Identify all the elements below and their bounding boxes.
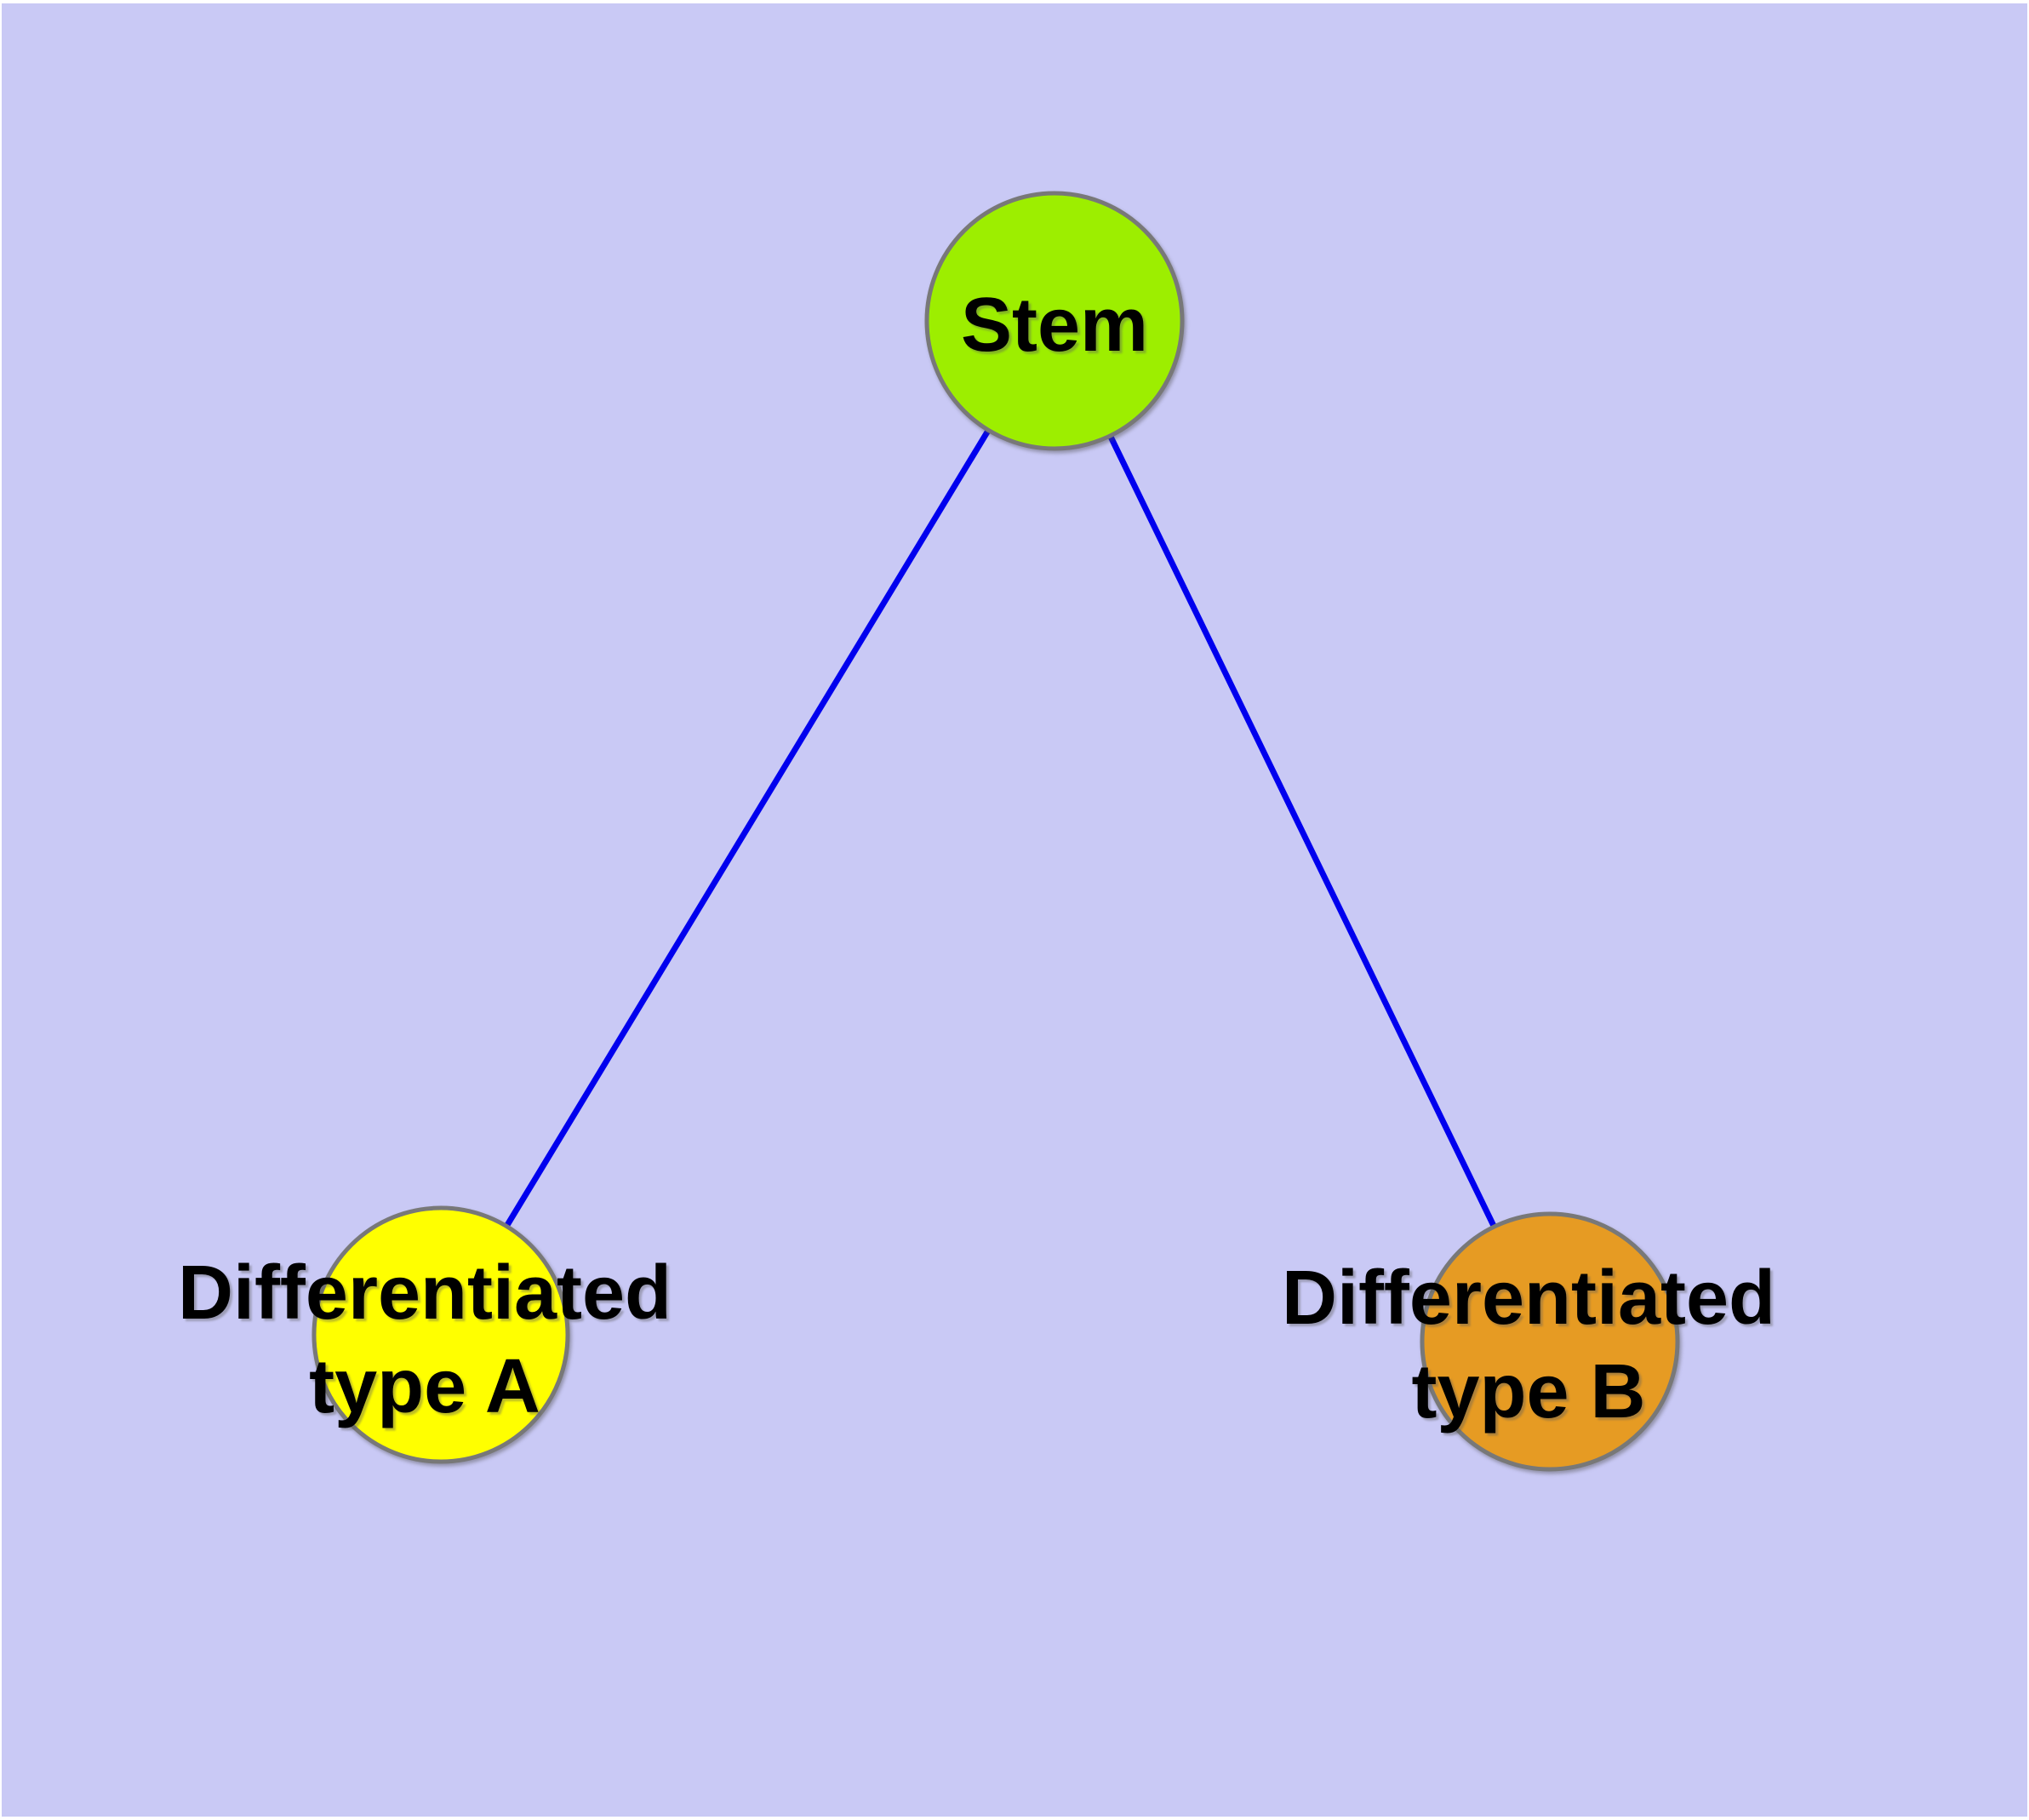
edge-stem-to-type-b <box>1051 319 1553 1343</box>
edges-layer <box>438 319 1553 1343</box>
node-differentiated-type-b-circle[interactable] <box>1420 1211 1680 1472</box>
node-differentiated-type-a-circle[interactable] <box>311 1205 570 1464</box>
edge-stem-to-type-a <box>438 319 1057 1336</box>
node-stem-circle[interactable] <box>924 191 1185 451</box>
node-stem-label: Stem <box>961 283 1148 368</box>
node-differentiated-type-a-label-line1: Differentiated <box>178 1251 672 1336</box>
node-differentiated-type-a[interactable]: Differentiated type A <box>178 1205 672 1464</box>
nodes-layer: Stem Differentiated type A Differentiate… <box>178 191 1775 1472</box>
node-differentiated-type-b-label-line2: type B <box>1411 1349 1645 1434</box>
node-differentiated-type-a-label-line2: type A <box>309 1344 540 1429</box>
node-differentiated-type-b[interactable]: Differentiated type B <box>1282 1211 1775 1472</box>
node-differentiated-type-b-label-line1: Differentiated <box>1282 1256 1775 1341</box>
diagram-canvas: Stem Differentiated type A Differentiate… <box>2 3 2027 1817</box>
node-stem[interactable]: Stem <box>924 191 1185 451</box>
